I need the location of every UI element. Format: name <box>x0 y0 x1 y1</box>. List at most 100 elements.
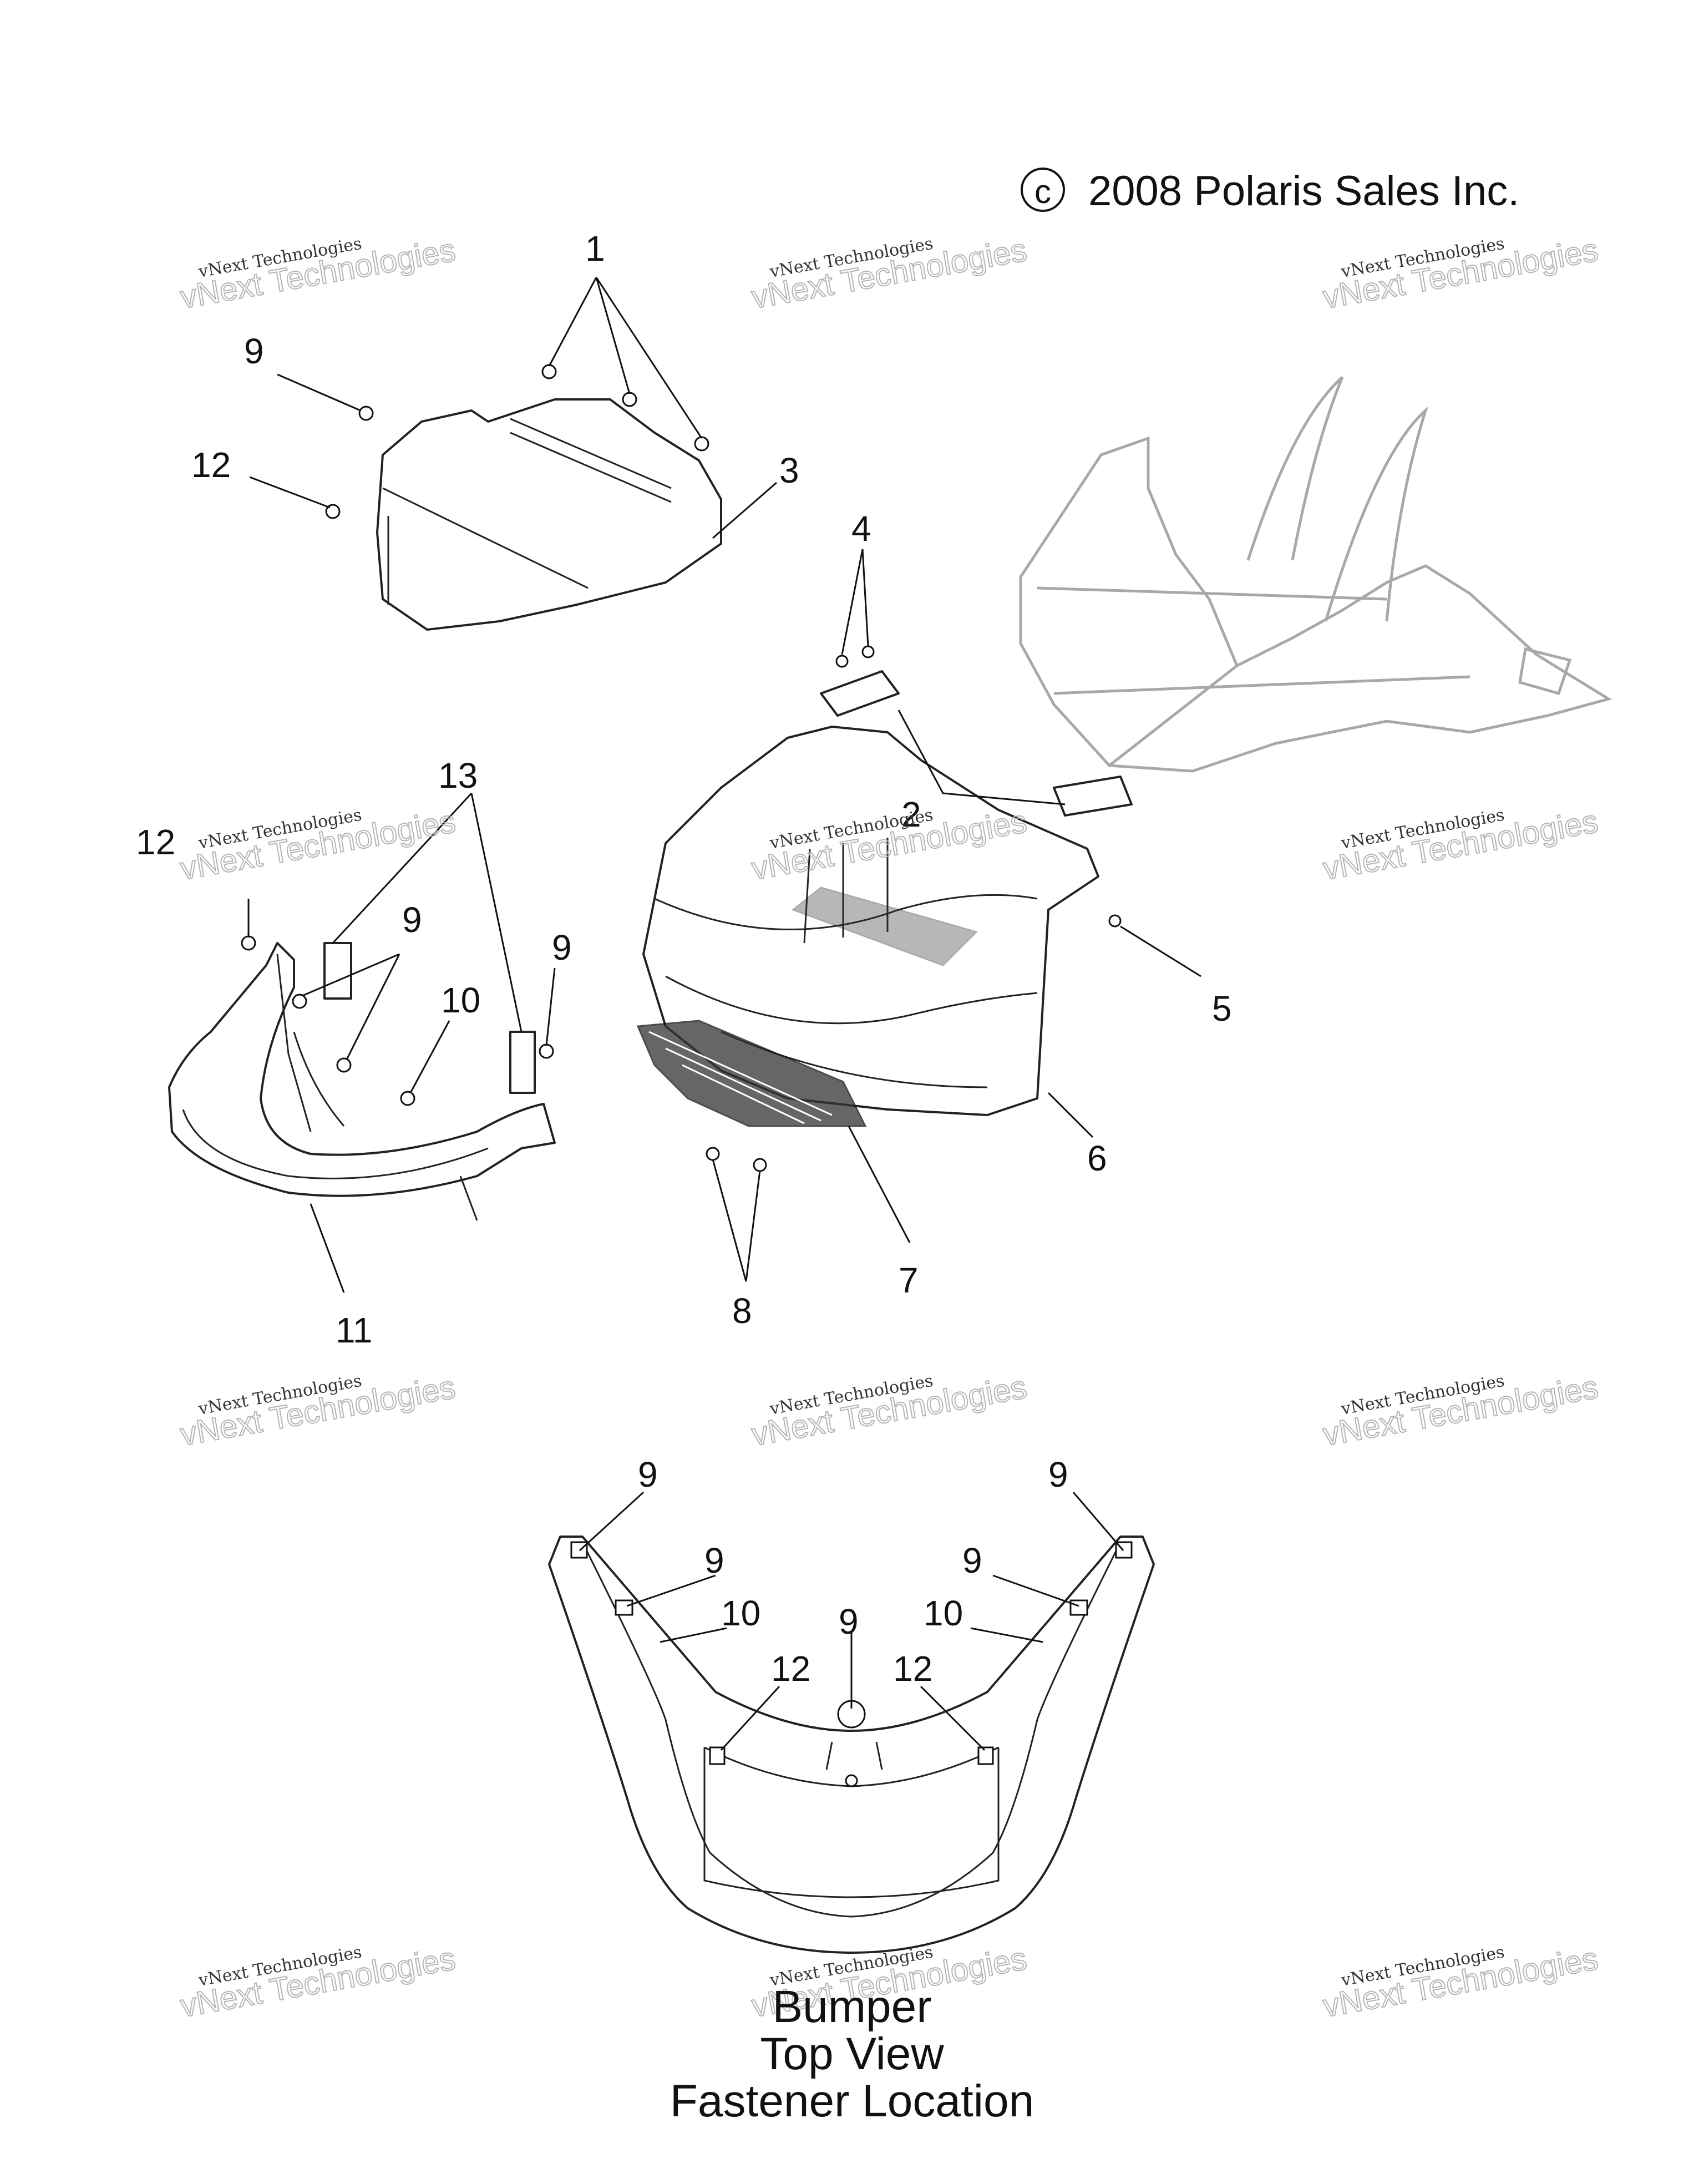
leader-4 <box>841 549 869 655</box>
fasteners <box>241 364 1122 1172</box>
callout-5: 5 <box>1212 989 1232 1028</box>
caption-line-bumper: Bumper <box>772 1982 931 2032</box>
top-callout-9-center: 9 <box>839 1602 859 1641</box>
ghost-frame-assembly <box>1019 376 1612 773</box>
bumper-center-boss <box>825 1741 883 1770</box>
fastener-4a <box>835 655 849 668</box>
callout-11: 11 <box>336 1310 372 1350</box>
bumper-top-outline <box>548 1536 1155 1954</box>
bumper-boss-right <box>977 1746 994 1765</box>
bumper-corner-left <box>570 1541 588 1559</box>
callout-9-left: 9 <box>402 900 422 940</box>
caption-line-fastener-location: Fastener Location <box>670 2076 1034 2126</box>
part-11-outline <box>168 942 556 1197</box>
part-2-decal-b <box>1053 776 1133 817</box>
bumper-top-view <box>548 1536 1155 1954</box>
top-callout-9-right-corner: 9 <box>1048 1455 1068 1494</box>
fastener-9-left <box>292 994 307 1009</box>
fastener-9-right <box>539 1043 554 1059</box>
part-11-lower-edge <box>182 1109 489 1179</box>
part-6-inner-rim <box>654 894 1038 931</box>
callout-13: 13 <box>438 756 478 795</box>
part-2-decal-a <box>820 670 900 717</box>
top-callout-10-left: 10 <box>721 1593 760 1633</box>
callout-7: 7 <box>899 1260 919 1300</box>
fastener-9-top <box>358 406 374 421</box>
callout-2: 2 <box>901 794 921 834</box>
part-6-lower-rim <box>665 975 1038 1025</box>
part-3-pan <box>376 398 722 631</box>
bumper-tab-right <box>1069 1599 1088 1616</box>
watermark: vNext Technologies vNext Technologies <box>177 803 459 888</box>
watermark: vNext Technologies vNext Technologies <box>748 1369 1030 1453</box>
leader-13 <box>332 792 523 1032</box>
leader-1 <box>548 277 703 439</box>
part-6-ribs <box>803 838 889 944</box>
copyright: c 2008 Polaris Sales Inc. <box>1021 168 1519 215</box>
part-3-outline <box>376 398 722 631</box>
leader-8 <box>712 1159 761 1282</box>
callout-10: 10 <box>441 980 480 1020</box>
top-leader-9-right-corner <box>1072 1492 1124 1551</box>
top-callout-12-right: 12 <box>893 1649 932 1689</box>
part-7-slats <box>648 1031 833 1124</box>
watermark: vNext Technologies vNext Technologies <box>177 1940 459 2025</box>
leader-3 <box>712 482 777 539</box>
top-leader-9-left-tab <box>626 1574 716 1607</box>
top-callout-9-left-corner: 9 <box>638 1455 658 1494</box>
fastener-1a <box>541 364 557 379</box>
top-leader-12-right <box>920 1685 986 1751</box>
callout-12-top: 12 <box>191 445 231 485</box>
callout-9-right: 9 <box>552 928 572 967</box>
fastener-5 <box>1108 914 1122 928</box>
callout-4: 4 <box>851 509 871 549</box>
bumper-inner-contour <box>581 1542 1122 1918</box>
part-13-decal-a <box>323 942 352 1000</box>
leader-11 <box>310 1203 345 1293</box>
bumper-center-panel <box>703 1747 1000 1898</box>
part-13-decal-b <box>509 1031 536 1094</box>
part-7-grille <box>636 1020 867 1127</box>
part-7-outline <box>636 1020 867 1127</box>
fastener-1c <box>694 436 709 452</box>
bumper-center-lower-fastener <box>845 1774 858 1787</box>
ghost-frame-hoop-left <box>1246 376 1344 561</box>
leader-5 <box>1120 925 1201 977</box>
fastener-12-left <box>241 935 256 951</box>
watermark: vNext Technologies vNext Technologies <box>177 231 459 316</box>
leader-9-right <box>545 967 556 1046</box>
top-leader-12-left <box>720 1685 780 1751</box>
top-callout-9-left-tab: 9 <box>704 1541 724 1580</box>
copyright-text: 2008 Polaris Sales Inc. <box>1088 168 1519 215</box>
copyright-symbol: c <box>1034 173 1051 210</box>
callout-labels: 1 9 12 3 4 2 5 6 7 8 13 12 9 9 10 11 <box>136 229 1232 1350</box>
watermark: vNext Technologies vNext Technologies <box>1320 1940 1601 2025</box>
top-leader-10-left <box>660 1627 727 1643</box>
leader-9-left <box>302 953 400 1060</box>
ghost-frame-plate <box>1518 647 1572 696</box>
ghost-frame-rails <box>1037 586 1470 767</box>
caption-line-top-view: Top View <box>760 2029 944 2079</box>
watermark: vNext Technologies vNext Technologies <box>1320 231 1601 316</box>
watermark: vNext Technologies vNext Technologies <box>1320 803 1601 888</box>
part-6-floor-grille <box>791 886 978 966</box>
callout-9-top: 9 <box>244 331 264 371</box>
fastener-8b <box>753 1158 767 1172</box>
top-view-callouts: 9 9 9 9 9 10 10 12 12 <box>638 1455 1068 1689</box>
part-3-channel <box>510 418 672 503</box>
watermark: vNext Technologies vNext Technologies <box>177 1369 459 1453</box>
callout-12-left: 12 <box>136 822 175 862</box>
callout-1: 1 <box>585 229 605 268</box>
leader-10 <box>409 1020 450 1093</box>
watermark: vNext Technologies vNext Technologies <box>1320 1369 1601 1453</box>
top-view-leaders <box>579 1491 1124 1751</box>
caption: Bumper Top View Fastener Location <box>670 1982 1034 2126</box>
callout-6: 6 <box>1087 1138 1107 1178</box>
part-11-inner-line <box>293 1031 345 1127</box>
ghost-frame-hoop-right <box>1324 406 1429 622</box>
part-11-tab <box>459 1175 478 1221</box>
callout-8: 8 <box>732 1291 752 1331</box>
top-callout-10-right: 10 <box>924 1593 963 1633</box>
watermark: vNext Technologies vNext Technologies <box>748 231 1030 316</box>
top-leader-9-right-tab <box>992 1574 1079 1607</box>
